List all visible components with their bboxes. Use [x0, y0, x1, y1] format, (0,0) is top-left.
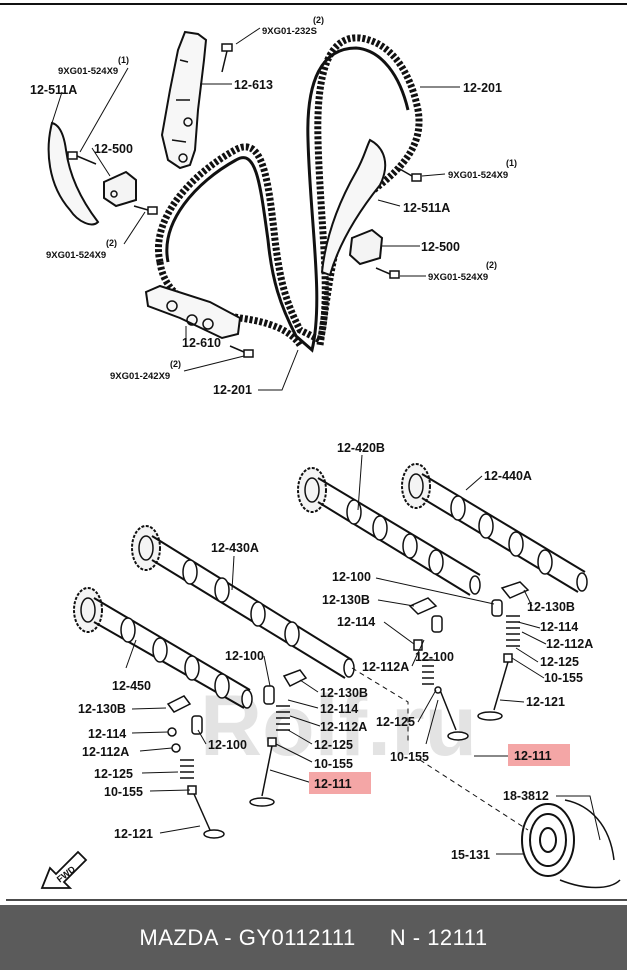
label-pin-114-center: 12-114 — [320, 702, 358, 716]
label-spr-112a-left: 12-112A — [82, 745, 129, 759]
valve-train-right — [477, 581, 530, 721]
label-arm-130b-center: 12-130B — [320, 686, 368, 700]
chain-guide-511a-left — [47, 121, 100, 226]
label-lash-100-center: 12-100 — [225, 649, 264, 663]
footer-ref: N - 12111 — [389, 924, 488, 950]
label-ret-125-middle: 12-125 — [376, 715, 415, 729]
label-cam-420b: 12-420B — [337, 441, 385, 455]
label-valve-121-right: 12-121 — [526, 695, 565, 709]
label-lash-100-right: 12-100 — [332, 570, 371, 584]
label-seal-155-center: 10-155 — [314, 757, 353, 771]
label-cam-430a: 12-430A — [211, 541, 259, 555]
timing-chain-assembly — [47, 27, 460, 391]
timing-chain-inner — [165, 46, 410, 353]
camshaft-450 — [73, 587, 253, 709]
label-bolt-524-a-qty: (1) — [118, 55, 129, 65]
label-bolt-232s-qty: (2) — [313, 15, 324, 25]
label-chain-201-bot: 12-201 — [213, 383, 252, 397]
footer-brand-part: MAZDA - GY0112111 — [139, 924, 356, 950]
highlight-12-111-right — [508, 744, 570, 766]
bolt-524-right-lower — [375, 267, 400, 279]
crank-pulley — [521, 799, 621, 889]
label-guide-511a-right: 12-511A — [403, 201, 450, 215]
label-bolt-242-qty: (2) — [170, 359, 181, 369]
label-bolt-524-b-qty: (1) — [506, 158, 517, 168]
timing-chain — [155, 34, 423, 346]
tensioner-500-right — [348, 228, 384, 266]
bolt-232s — [221, 43, 233, 73]
label-arm-130b-right: 12-130B — [322, 593, 370, 607]
label-pin-114-left: 12-114 — [88, 727, 126, 741]
label-cam-450: 12-450 — [112, 679, 151, 693]
label-guide-610: 12-610 — [182, 336, 221, 350]
bolt-242 — [229, 345, 254, 358]
label-valve-111-right: 12-111 — [514, 749, 552, 763]
camshaft-430a — [131, 525, 355, 679]
label-ret-125-left: 12-125 — [94, 767, 133, 781]
label-tensioner-500-right: 12-500 — [421, 240, 460, 254]
chain-guide-610 — [144, 284, 242, 340]
label-spr-112a-middle: 12-112A — [362, 660, 409, 674]
bolt-524-lower-left — [133, 205, 158, 215]
label-cam-440a: 12-440A — [484, 469, 532, 483]
alignment-dashed-line — [351, 667, 529, 831]
chain-guide-511a-right — [320, 138, 387, 277]
label-seal-155-middle: 10-155 — [390, 750, 429, 764]
label-guide-613: 12-613 — [234, 78, 273, 92]
label-bolt-524-b: 9XG01-524X9 — [448, 170, 508, 181]
label-arm-130b-right2: 12-130B — [527, 600, 575, 614]
label-spr-112a-center: 12-112A — [320, 720, 367, 734]
tensioner-500-left — [103, 170, 137, 208]
label-ret-125-right: 12-125 — [540, 655, 579, 669]
label-seal-155-left: 10-155 — [104, 785, 143, 799]
valve-train-center — [249, 669, 308, 807]
label-pin-114-middle: 12-114 — [337, 615, 375, 629]
label-pulley-131: 15-131 — [451, 848, 490, 862]
camshaft-420b — [297, 467, 481, 596]
camshaft-valve-assembly — [40, 454, 621, 889]
label-spr-112a-right: 12-112A — [546, 637, 593, 651]
label-pulley-3812: 18-3812 — [503, 789, 549, 803]
label-arm-130b-left: 12-130B — [78, 702, 126, 716]
label-valve-121-left: 12-121 — [114, 827, 153, 841]
valve-train-middle — [408, 597, 469, 741]
label-bolt-524-d: 9XG01-524X9 — [428, 272, 488, 283]
highlight-12-111-center — [309, 772, 371, 794]
part-number-footer: MAZDA - GY0112111 N - 12111 — [0, 905, 627, 970]
label-bolt-242: 9XG01-242X9 — [110, 371, 170, 382]
fwd-arrow — [40, 850, 88, 889]
label-bolt-524-a: 9XG01-524X9 — [58, 66, 118, 77]
label-valve-111-center: 12-111 — [314, 777, 352, 791]
label-bolt-524-d-qty: (2) — [486, 260, 497, 270]
label-bolt-524-c-qty: (2) — [106, 238, 117, 248]
label-ret-125-center: 12-125 — [314, 738, 353, 752]
label-guide-511a-left: 12-511A — [30, 83, 77, 97]
label-chain-201-top: 12-201 — [463, 81, 502, 95]
label-bolt-524-c: 9XG01-524X9 — [46, 250, 106, 261]
label-pin-114-right: 12-114 — [540, 620, 578, 634]
bolt-524-upper-left — [67, 151, 97, 165]
label-lash-100-middle: 12-100 — [415, 650, 454, 664]
camshaft-440a — [401, 463, 588, 593]
label-seal-155-right: 10-155 — [544, 671, 583, 685]
label-tensioner-500-left: 12-500 — [94, 142, 133, 156]
label-lash-100-left: 12-100 — [208, 738, 247, 752]
parts-diagram: Rolf.ru — [0, 3, 627, 901]
label-bolt-232s: 9XG01-232S — [262, 26, 317, 37]
bolt-524-right-upper — [397, 167, 422, 182]
